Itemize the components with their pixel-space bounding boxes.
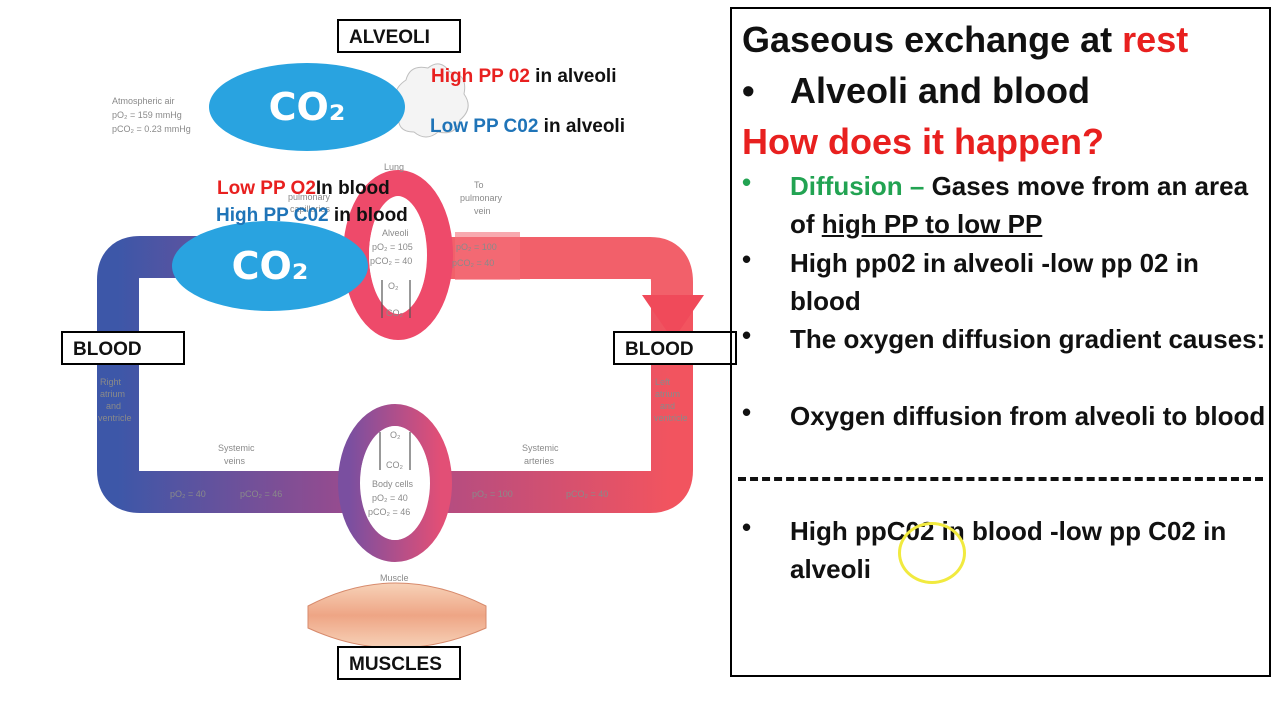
pulmonary-vein-vessel (410, 237, 693, 300)
left-atrium-3: and (660, 401, 675, 411)
circulation-diagram: CO₂ CO₂ Atmospheric air pO₂ = 159 mmHg p… (97, 63, 704, 649)
co2-blob-middle-label: CO₂ (232, 244, 309, 288)
lung-co2-label: CO₂ (386, 308, 404, 318)
body-o2-label: O₂ (390, 430, 401, 440)
annotation-low-pp-o2: Low PP O2 (217, 178, 316, 199)
co2-blob-top-label: CO₂ (269, 85, 346, 129)
dashed-divider (738, 477, 1263, 481)
muscle-label: Muscle (380, 573, 409, 583)
bullet-diffusion-underline: high PP to low PP (821, 209, 1043, 239)
sys-veins-1: Systemic (218, 443, 255, 453)
bullet-dot-4: • (742, 397, 752, 427)
bullet-dot-3: • (742, 320, 752, 350)
panel-subtitle-row: • Alveoli and blood (742, 70, 1090, 112)
annotation-low-pp-co2: Low PP C02 (430, 116, 539, 137)
panel-subtitle: Alveoli and blood (790, 70, 1091, 111)
vein-po2: pO₂ = 40 (170, 489, 206, 499)
bullet-dot-5: • (742, 512, 752, 542)
lung-o2-label: O₂ (388, 281, 399, 291)
bullet-dot-1: • (742, 167, 752, 197)
left-atrium-4: ventricle (654, 413, 688, 423)
annotation-in-alveoli-1: in alveoli (529, 66, 617, 87)
panel-title-accent: rest (1122, 19, 1189, 60)
sys-veins-2: veins (224, 456, 246, 466)
body-cells-3: pCO₂ = 46 (368, 507, 410, 517)
art-pco2: pCO₂ = 40 (566, 489, 608, 499)
pulm-caps-2: capillaries (290, 204, 331, 214)
annotation-in-blood-2: in blood (328, 205, 408, 226)
vein-values-1: pO₂ = 100 (456, 242, 497, 252)
flow-arrow-right (455, 232, 520, 280)
muscles-label-box: MUSCLES (337, 646, 461, 680)
sys-arteries-1: Systemic (522, 443, 559, 453)
body-cells-2: pO₂ = 40 (372, 493, 408, 503)
vein-pco2: pCO₂ = 46 (240, 489, 282, 499)
alveoli-label-box: ALVEOLI (337, 19, 461, 53)
right-atrium-2: atrium (100, 389, 125, 399)
annotation-in-blood-1: In blood (315, 178, 390, 199)
panel-question: How does it happen? (742, 121, 1105, 162)
blood-vessel-loop (97, 236, 693, 513)
annotation-high-pp-co2: High PP C02 (216, 205, 329, 226)
body-cells-ring (338, 404, 452, 562)
alveoli-cloud (394, 63, 469, 138)
annotation-in-alveoli-2: in alveoli (538, 116, 625, 137)
panel-title-main: Gaseous exchange at (742, 19, 1123, 60)
art-po2: pO₂ = 100 (472, 489, 513, 499)
blood-label-left: BLOOD (61, 331, 185, 365)
notes-panel: Gaseous exchange at rest • Alveoli and b… (730, 7, 1271, 677)
atm-air-line-1: Atmospheric air (112, 96, 175, 106)
body-cells-1: Body cells (372, 479, 414, 489)
bullet-dot-2: • (742, 244, 752, 274)
bullet-diffusion-label: Diffusion – (790, 171, 932, 201)
left-atrium-1: Left (655, 377, 671, 387)
blood-label-right: BLOOD (613, 331, 737, 365)
annotation-low-pp-o2-blood: Low PP O2In blood (217, 178, 390, 200)
lung-label: Lung (384, 162, 404, 172)
atm-air-line-3: pCO₂ = 0.23 mmHg (112, 124, 191, 134)
to-pulm-vein-3: vein (474, 206, 491, 216)
to-pulm-vein-1: To (474, 180, 484, 190)
atm-air-line-2: pO₂ = 159 mmHg (112, 110, 182, 120)
left-atrium-2: atrium (655, 389, 680, 399)
muscle-illustration (307, 582, 487, 649)
to-pulm-vein-2: pulmonary (460, 193, 503, 203)
right-atrium-1: Right (100, 377, 122, 387)
right-atrium-4: ventricle (98, 413, 132, 423)
cursor-highlight (898, 522, 966, 584)
annotation-low-pp-co2-alveoli: Low PP C02 in alveoli (430, 116, 625, 138)
alveoli-small-3: pCO₂ = 40 (370, 256, 412, 266)
co2-blob-middle (172, 221, 368, 311)
subtitle-bullet: • (742, 70, 755, 111)
bullet-oxygen-diffusion-text: Oxygen diffusion from alveoli to blood (790, 401, 1266, 431)
annotation-high-pp-co2-blood: High PP C02 in blood (216, 205, 408, 227)
bullet-diffusion-text: Gases move from an area of (790, 171, 1249, 239)
alveoli-small-2: pO₂ = 105 (372, 242, 413, 252)
right-atrium-3: and (106, 401, 121, 411)
bullet-gradient-text: The oxygen diffusion gradient causes: (790, 324, 1266, 354)
body-co2-label: CO₂ (386, 460, 404, 470)
vein-values-2: pCO₂ = 40 (452, 258, 494, 268)
panel-title: Gaseous exchange at rest (742, 19, 1188, 61)
bullet-high-pp-o2-text: High pp02 in alveoli -low pp 02 in blood (790, 248, 1199, 316)
annotation-high-pp-o2-alveoli: High PP 02 in alveoli (431, 66, 617, 88)
co2-blob-top (209, 63, 405, 151)
bullet-high-pp-co2-text: High ppC02 in blood -low pp C02 in alveo… (790, 516, 1227, 584)
pulm-caps-1: pulmonary (288, 192, 331, 202)
sys-arteries-2: arteries (524, 456, 555, 466)
annotation-high-pp-o2: High PP 02 (431, 66, 530, 87)
alveoli-small-1: Alveoli (382, 228, 409, 238)
flow-arrow-down (642, 295, 704, 340)
